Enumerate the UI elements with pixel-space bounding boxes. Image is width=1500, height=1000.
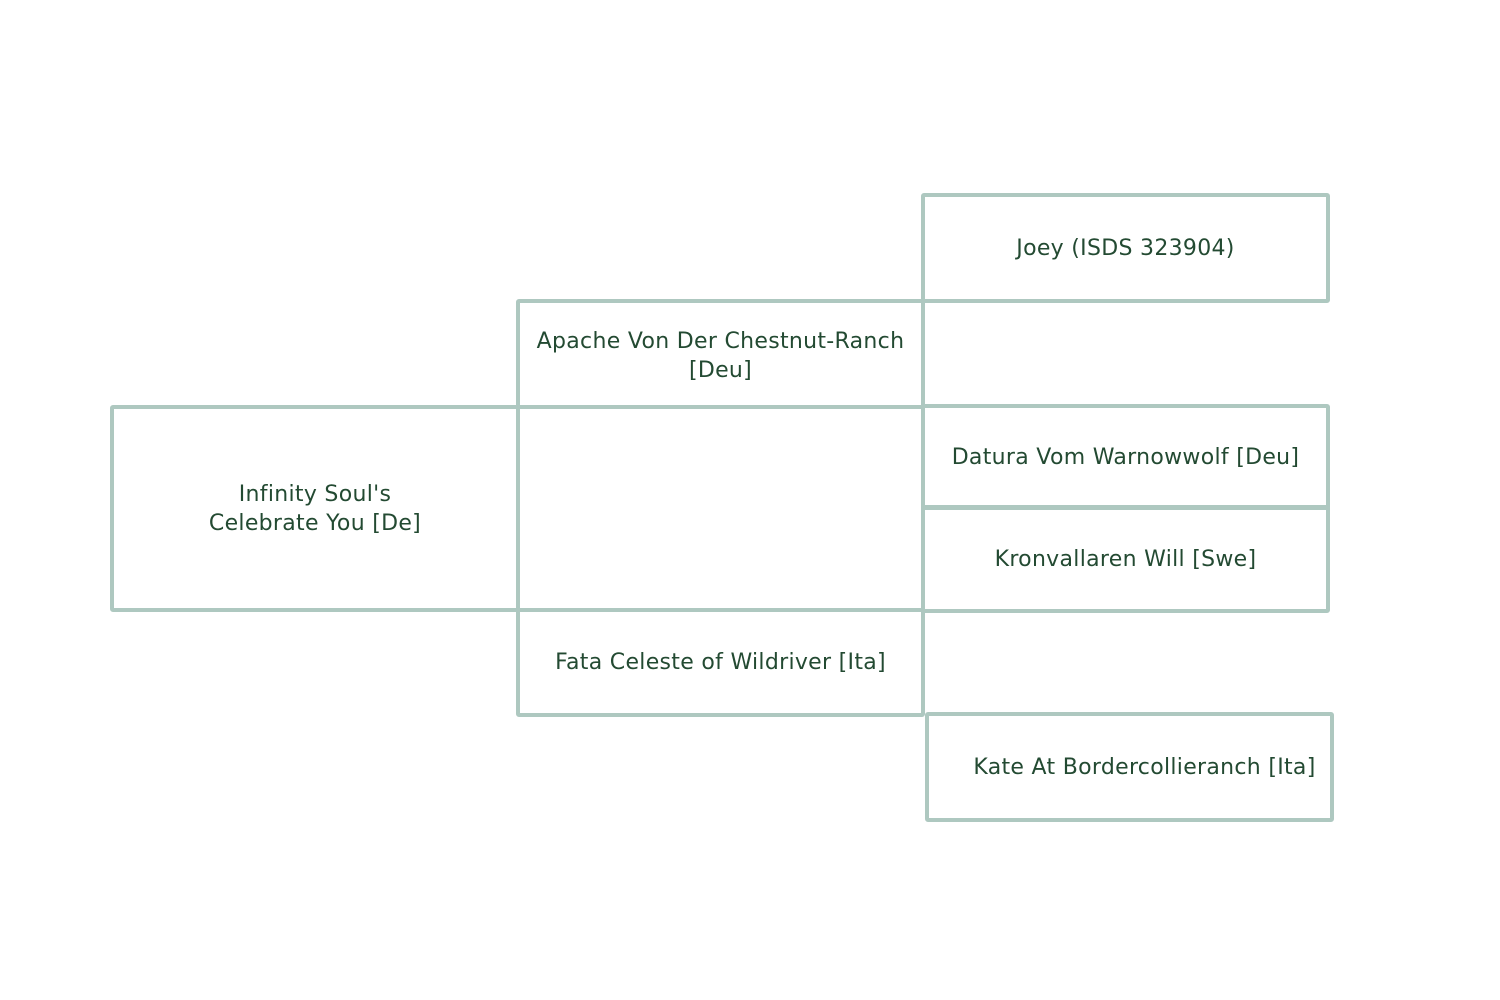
sire-box[interactable]: Apache Von Der Chestnut-Ranch [Deu] bbox=[516, 299, 925, 409]
subject-name: Infinity Soul's Celebrate You [De] bbox=[208, 481, 422, 536]
sire-dam-box[interactable]: Datura Vom Warnowwolf [Deu] bbox=[921, 404, 1330, 510]
sire-name: Apache Von Der Chestnut-Ranch [Deu] bbox=[536, 329, 905, 383]
dam-box[interactable]: Fata Celeste of Wildriver [Ita] bbox=[516, 608, 925, 717]
dam-dam-name: Kate At Bordercollieranch [Ita] bbox=[973, 754, 1316, 780]
sire-sire-box[interactable]: Joey (ISDS 323904) bbox=[921, 193, 1330, 303]
dam-sire-box[interactable]: Kronvallaren Will [Swe] bbox=[921, 505, 1330, 613]
dam-sire-name: Kronvallaren Will [Swe] bbox=[994, 546, 1257, 572]
subject-box[interactable]: Infinity Soul's Celebrate You [De] bbox=[110, 405, 520, 612]
sire-dam-name: Datura Vom Warnowwolf [Deu] bbox=[951, 444, 1300, 470]
dam-name: Fata Celeste of Wildriver [Ita] bbox=[555, 650, 886, 675]
dam-dam-box[interactable]: Kate At Bordercollieranch [Ita] bbox=[925, 712, 1334, 822]
generation-1-connector-box bbox=[516, 405, 925, 612]
sire-sire-name: Joey (ISDS 323904) bbox=[1016, 235, 1235, 261]
